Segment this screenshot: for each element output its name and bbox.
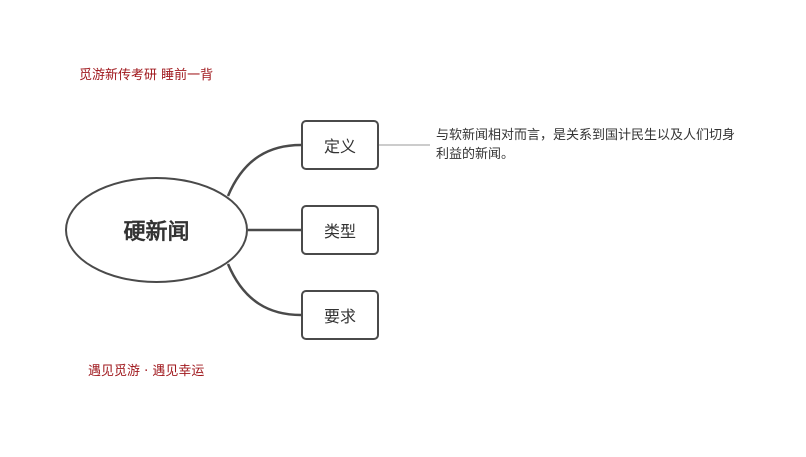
branch-label-types: 类型 [323,222,356,241]
branch-node-types: 类型 [301,205,379,255]
branch-node-requirements: 要求 [301,290,379,340]
branch-node-definition: 定义 [301,120,379,170]
footer-caption: 遇见觅游 · 遇见幸运 [88,364,205,379]
branch-label-requirements: 要求 [323,307,356,326]
connector-requirements [226,263,302,317]
branch-label-definition: 定义 [323,137,356,156]
connector-definition [226,143,302,197]
central-topic-label: 硬新闻 [123,220,190,245]
header-caption: 觅游新传考研 睡前一背 [79,68,214,83]
central-topic-node: 硬新闻 [65,177,248,283]
definition-note: 与软新闻相对而言，是关系到国计民生以及人们切身利益的新闻。 [436,128,736,162]
